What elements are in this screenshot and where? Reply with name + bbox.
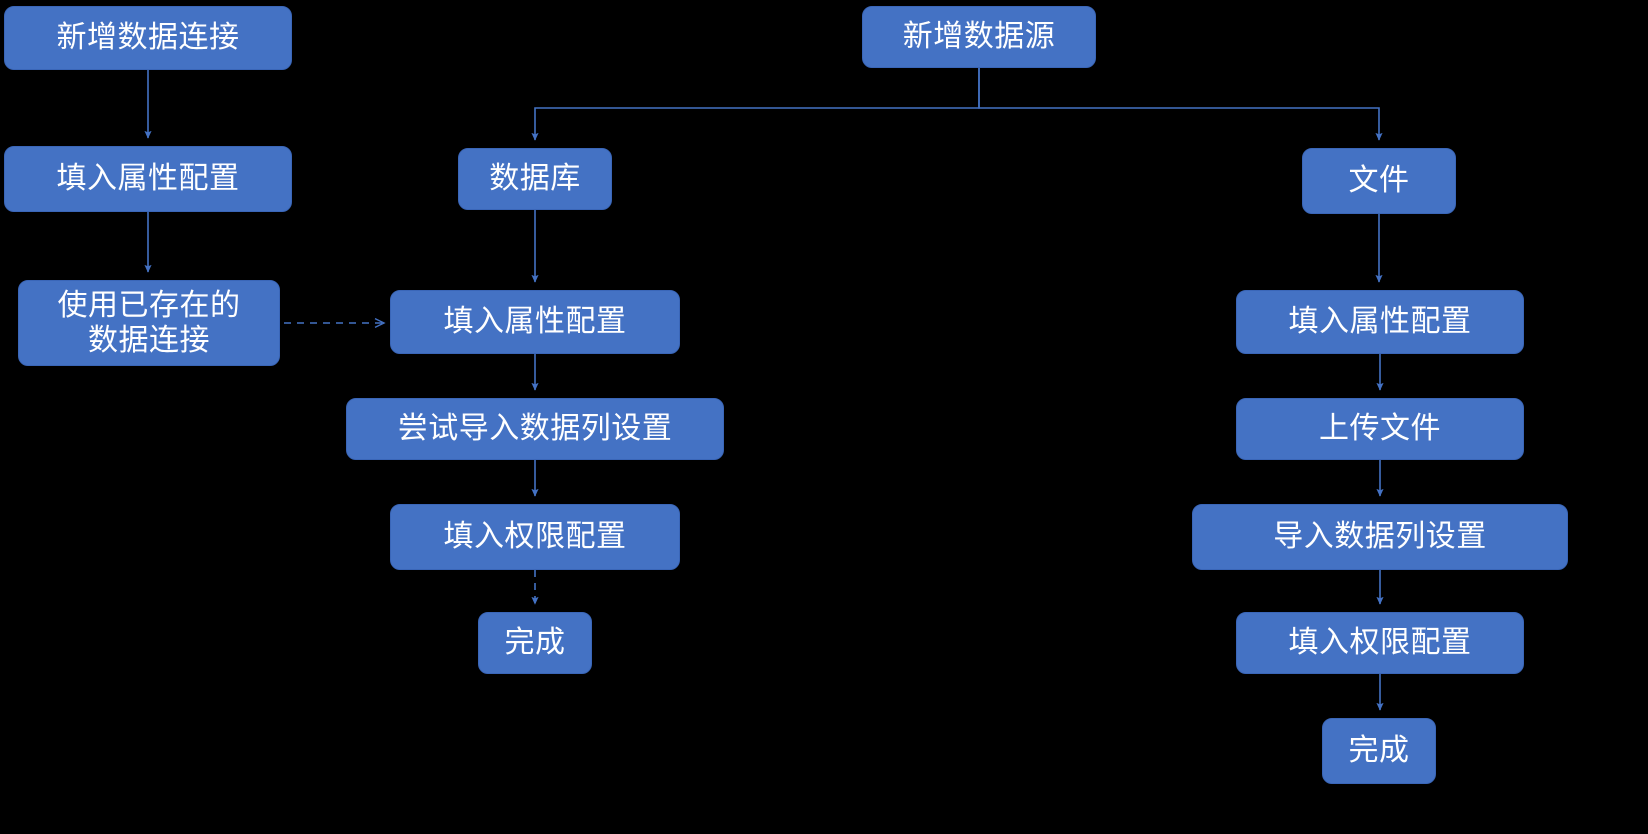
flow-node-label: 导入数据列设置 (1273, 520, 1487, 554)
flow-node-label: 填入属性配置 (1288, 305, 1472, 339)
flow-node-n2[interactable]: 填入属性配置 (4, 146, 292, 212)
flow-node-n12[interactable]: 上传文件 (1236, 398, 1524, 460)
edge-n4-to-n10 (978, 68, 1383, 141)
flow-node-n4[interactable]: 新增数据源 (862, 6, 1096, 68)
flow-node-n11[interactable]: 填入属性配置 (1236, 290, 1524, 354)
flow-node-label: 填入属性配置 (56, 162, 240, 196)
flow-node-label: 新增数据源 (902, 20, 1056, 54)
flow-node-n15[interactable]: 完成 (1322, 718, 1436, 784)
flow-node-n3[interactable]: 使用已存在的 数据连接 (18, 280, 280, 366)
flow-node-label: 上传文件 (1319, 412, 1441, 446)
flow-node-n6[interactable]: 填入属性配置 (390, 290, 680, 354)
flow-node-n13[interactable]: 导入数据列设置 (1192, 504, 1568, 570)
flow-node-label: 完成 (1348, 734, 1410, 768)
flow-node-label: 完成 (504, 626, 566, 660)
flow-node-label: 填入属性配置 (443, 305, 627, 339)
flow-node-n14[interactable]: 填入权限配置 (1236, 612, 1524, 674)
flow-node-n7[interactable]: 尝试导入数据列设置 (346, 398, 724, 460)
flow-node-label: 使用已存在的 数据连接 (57, 288, 241, 357)
flow-node-n9[interactable]: 完成 (478, 612, 592, 674)
flow-node-n1[interactable]: 新增数据连接 (4, 6, 292, 70)
flow-node-label: 填入权限配置 (1288, 626, 1472, 660)
flow-node-n5[interactable]: 数据库 (458, 148, 612, 210)
edge-n4-to-n5 (531, 68, 980, 141)
flow-node-label: 尝试导入数据列设置 (397, 412, 673, 446)
flow-node-label: 填入权限配置 (443, 520, 627, 554)
flow-node-n8[interactable]: 填入权限配置 (390, 504, 680, 570)
flow-node-n10[interactable]: 文件 (1302, 148, 1456, 214)
flow-node-label: 数据库 (489, 162, 581, 196)
flow-node-label: 文件 (1348, 164, 1410, 198)
flow-node-label: 新增数据连接 (56, 21, 240, 55)
